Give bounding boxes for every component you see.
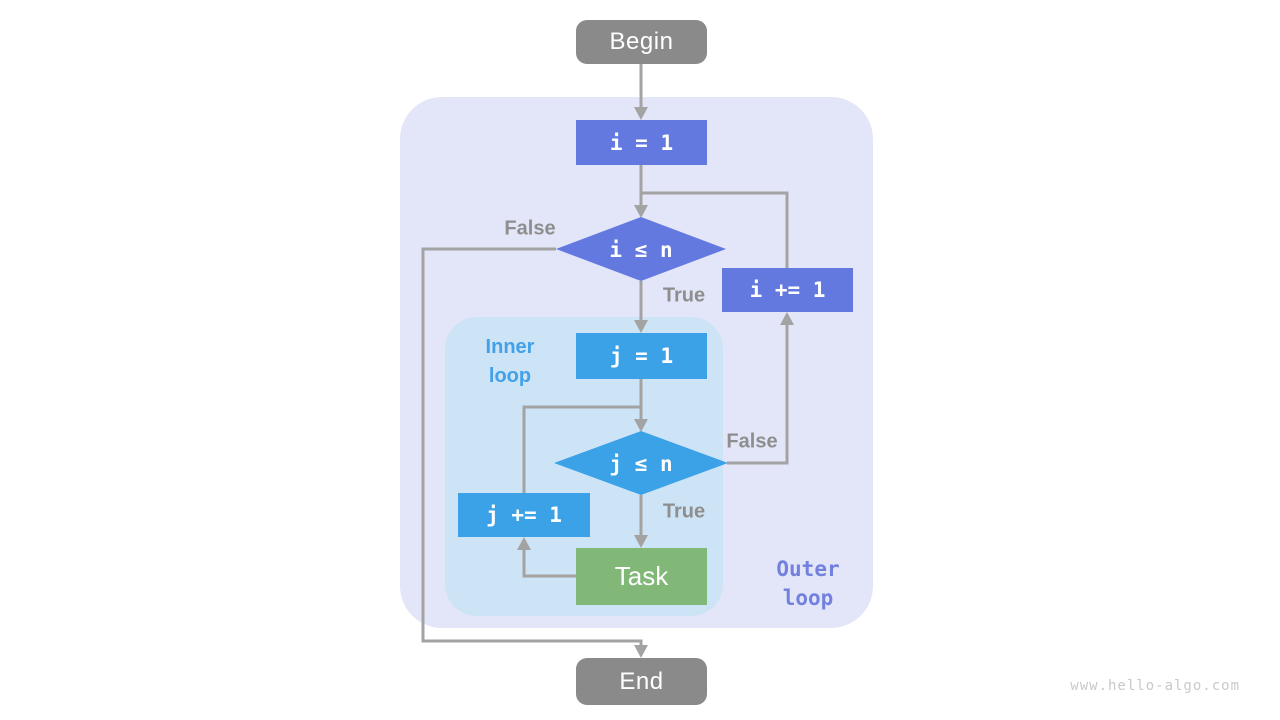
branch-label-outer-false: False (504, 217, 556, 240)
node-incr-j: j += 1 (458, 493, 590, 537)
decision-cond-i-shape (556, 217, 726, 281)
arrowhead-into-init-j (634, 320, 648, 333)
arrowhead-into-end (634, 645, 648, 658)
node-cond-j-label: j ≤ n (609, 452, 673, 476)
node-begin: Begin (576, 20, 707, 64)
node-end-label: End (619, 667, 664, 695)
node-incr-i: i += 1 (722, 268, 853, 312)
arrowhead-into-cond-i (634, 205, 648, 218)
edge-incr-i-merge (641, 191, 789, 268)
decision-cond-j-shape (554, 431, 728, 495)
inner-loop-label-line2: loop (488, 365, 532, 387)
inner-loop-label: Inner loop (486, 333, 535, 391)
arrowhead-into-init-i (634, 107, 648, 120)
node-end: End (576, 658, 707, 705)
branch-label-inner-true: True (662, 500, 706, 523)
node-init-i: i = 1 (576, 120, 707, 165)
node-incr-j-label: j += 1 (486, 503, 562, 527)
arrowhead-into-task (634, 535, 648, 548)
node-cond-i-label: i ≤ n (609, 238, 673, 262)
branch-label-outer-true: True (662, 284, 706, 307)
outer-loop-label-line1: Outer (776, 557, 840, 581)
arrowhead-into-incr-j (517, 537, 531, 550)
node-incr-i-label: i += 1 (749, 278, 826, 302)
outer-loop-label: Outer loop (776, 555, 839, 613)
arrowhead-into-cond-j (634, 419, 648, 432)
watermark: www.hello-algo.com (1070, 678, 1240, 694)
node-init-j-label: j = 1 (609, 344, 674, 368)
node-task: Task (576, 548, 707, 605)
node-init-j: j = 1 (576, 333, 707, 379)
branch-label-inner-false: False (726, 430, 778, 453)
edge-incr-j-merge (522, 405, 641, 493)
edge-task-incr-j (522, 541, 577, 578)
edge-cond-j-incr-i (727, 316, 789, 465)
node-task-label: Task (614, 561, 669, 591)
inner-loop-label-line1: Inner (485, 336, 535, 358)
node-begin-label: Begin (609, 28, 674, 55)
node-init-i-label: i = 1 (609, 130, 674, 155)
outer-loop-label-line2: loop (782, 586, 834, 610)
arrowhead-into-incr-i (780, 312, 794, 325)
